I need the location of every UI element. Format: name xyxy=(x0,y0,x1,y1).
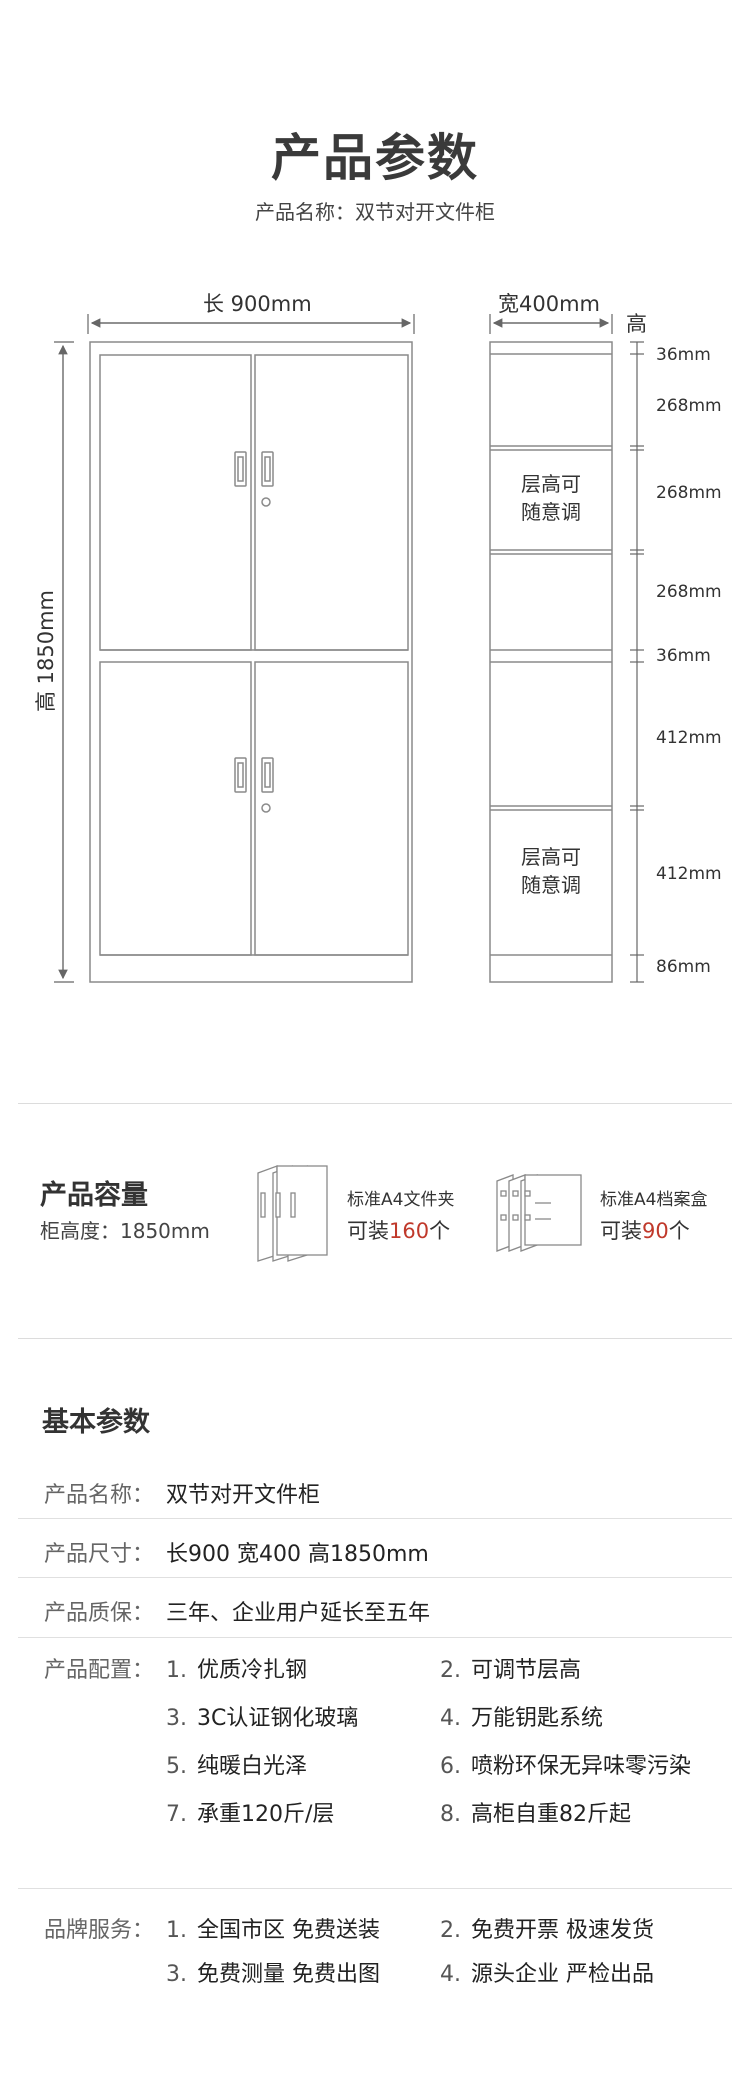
upper-left-handle xyxy=(234,451,247,487)
page-subtitle: 产品名称：双节对开文件柜 xyxy=(255,200,495,224)
product-size-value: 长900 宽400 高1850mm xyxy=(166,1542,429,1567)
archive-box-name: 标准A4档案盒 xyxy=(600,1190,708,1210)
height-segment-label: 412mm xyxy=(656,728,722,748)
params-title: 基本参数 xyxy=(42,1407,150,1438)
dimension-drawing xyxy=(54,314,644,983)
service-item: 3.免费测量 免费出图 xyxy=(166,1962,380,1987)
service-item: 1.全国市区 免费送装 xyxy=(166,1918,380,1943)
front-height-label: 高 1850mm xyxy=(34,589,58,713)
service-item: 2.免费开票 极速发货 xyxy=(440,1918,654,1943)
row-divider xyxy=(18,1637,732,1638)
height-segment-label: 268mm xyxy=(656,396,722,416)
height-segment-label: 268mm xyxy=(656,483,722,503)
config-item: 4.万能钥匙系统 xyxy=(440,1706,604,1731)
config-item: 6.喷粉环保无异味零污染 xyxy=(440,1754,692,1779)
side-height-label: 高 xyxy=(626,312,647,336)
warranty-label: 产品质保： xyxy=(44,1601,155,1626)
section-divider xyxy=(18,1338,732,1339)
height-segment-label: 268mm xyxy=(656,582,722,602)
lower-right-handle xyxy=(261,757,274,793)
service-label: 品牌服务： xyxy=(44,1918,155,1943)
archive-box-capacity: 可装90个 xyxy=(600,1219,690,1243)
warranty-value: 三年、企业用户延长至五年 xyxy=(166,1601,431,1626)
row-divider xyxy=(18,1888,732,1889)
config-item: 5.纯暖白光泽 xyxy=(166,1754,308,1779)
folder-icon xyxy=(257,1165,328,1262)
config-item: 3.3C认证钢化玻璃 xyxy=(166,1706,359,1731)
product-size-label: 产品尺寸： xyxy=(44,1542,155,1567)
height-segment-label: 36mm xyxy=(656,646,711,666)
lower-lock xyxy=(261,803,271,813)
height-segment-label: 412mm xyxy=(656,864,722,884)
front-cabinet xyxy=(89,341,413,983)
row-divider xyxy=(18,1518,732,1519)
height-segment-label: 86mm xyxy=(656,957,711,977)
page-title: 产品参数 xyxy=(271,129,479,187)
service-item: 4.源头企业 严检出品 xyxy=(440,1962,654,1987)
product-name-label: 产品名称： xyxy=(44,1483,155,1508)
upper-right-handle xyxy=(261,451,274,487)
front-width-label: 长 900mm xyxy=(203,292,312,316)
capacity-title: 产品容量 xyxy=(40,1180,148,1211)
folder-capacity: 可装160个 xyxy=(347,1219,451,1243)
upper-lock xyxy=(261,497,271,507)
folder-name: 标准A4文件夹 xyxy=(347,1190,455,1210)
config-label: 产品配置： xyxy=(44,1658,155,1683)
config-item: 2.可调节层高 xyxy=(440,1658,582,1683)
shelf-note-lower: 层高可 随意调 xyxy=(521,845,581,897)
config-item: 8.高柜自重82斤起 xyxy=(440,1802,631,1827)
config-item: 7.承重120斤/层 xyxy=(166,1802,335,1827)
height-segment-label: 36mm xyxy=(656,345,711,365)
product-name-value: 双节对开文件柜 xyxy=(166,1483,321,1508)
cabinet-height-text: 柜高度：1850mm xyxy=(40,1219,210,1243)
config-item: 1.优质冷扎钢 xyxy=(166,1658,308,1683)
side-width-label: 宽400mm xyxy=(498,292,600,316)
row-divider xyxy=(18,1577,732,1578)
archive-box-icon xyxy=(496,1174,582,1252)
shelf-note-upper: 层高可 随意调 xyxy=(521,472,581,524)
lower-left-handle xyxy=(234,757,247,793)
section-divider xyxy=(18,1103,732,1104)
